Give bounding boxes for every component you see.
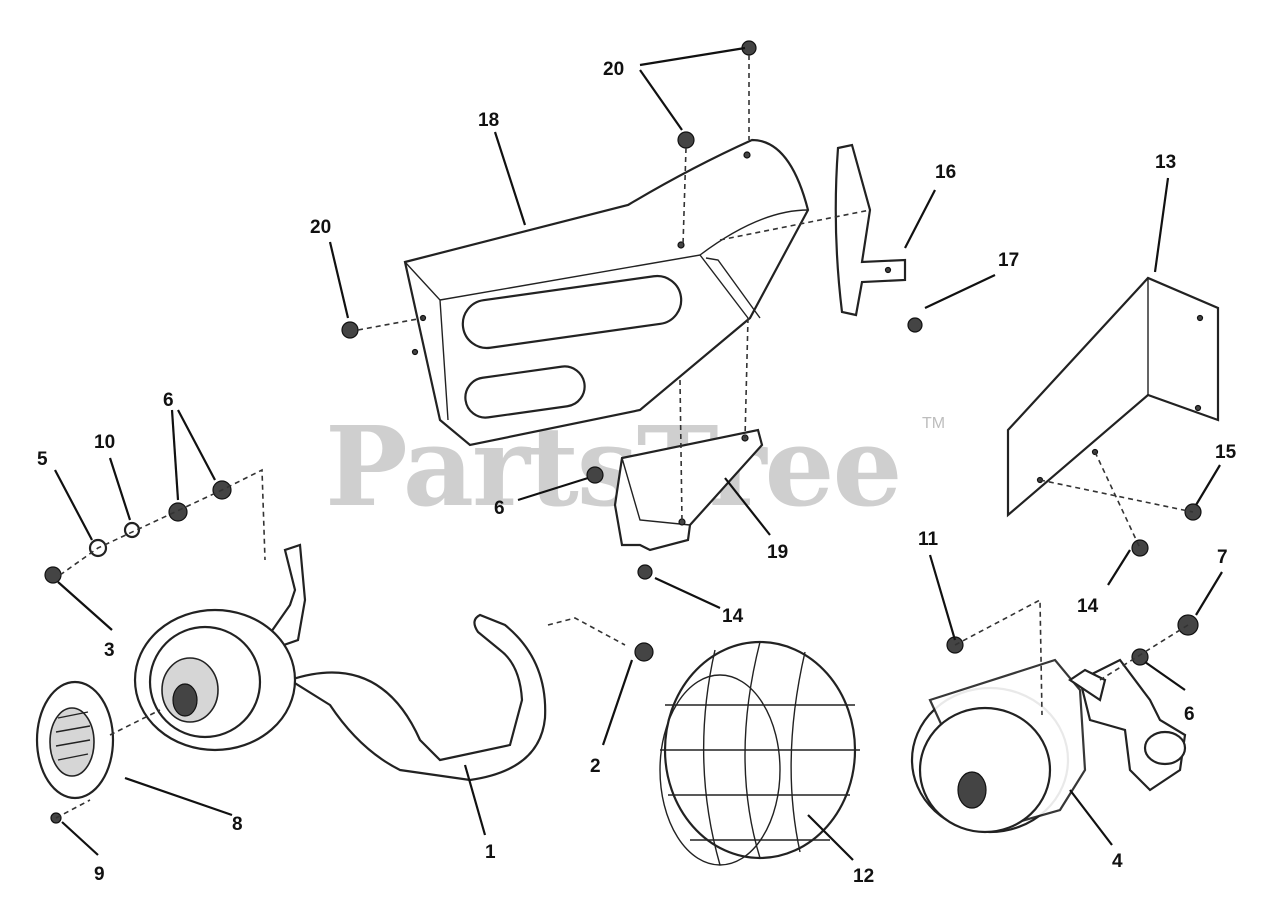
callout-6-middle: 6 <box>494 498 505 519</box>
callout-15: 15 <box>1215 442 1237 463</box>
callout-8: 8 <box>232 814 243 835</box>
part-muffler-left <box>133 543 547 782</box>
callout-19: 19 <box>767 542 788 563</box>
hardware <box>44 40 1202 824</box>
callout-6-upper: 6 <box>163 390 174 411</box>
callout-20-left: 20 <box>310 217 331 238</box>
callout-5: 5 <box>37 449 48 470</box>
callout-14-middle: 14 <box>722 606 744 627</box>
part-mounting-plate <box>1006 276 1220 518</box>
assembly-lines <box>55 55 1194 819</box>
callout-labels: 20 18 20 16 17 13 6 10 5 15 6 19 11 7 14… <box>37 59 1237 887</box>
callout-17: 17 <box>998 250 1019 271</box>
callout-18: 18 <box>478 110 499 131</box>
callout-12: 12 <box>853 866 874 887</box>
watermark: PartsTree TM <box>325 402 945 531</box>
part-small-bracket <box>834 143 907 317</box>
callout-9: 9 <box>94 864 105 885</box>
callout-1: 1 <box>485 842 496 863</box>
part-screen-guard <box>659 640 860 866</box>
callout-7: 7 <box>1217 547 1228 568</box>
watermark-text: PartsTree <box>325 402 901 531</box>
callout-20-top: 20 <box>603 59 624 80</box>
part-lower-bracket <box>613 428 764 552</box>
part-heat-shield <box>403 138 810 447</box>
callout-6-right: 6 <box>1184 704 1195 725</box>
watermark-trademark: TM <box>922 415 945 432</box>
part-muffler-right <box>910 658 1187 834</box>
callout-4: 4 <box>1112 851 1123 872</box>
callout-2: 2 <box>590 756 601 777</box>
callout-14-right: 14 <box>1077 596 1099 617</box>
callout-11: 11 <box>918 529 939 550</box>
leader-lines <box>54 46 1223 861</box>
callout-13: 13 <box>1155 152 1176 173</box>
callout-10: 10 <box>94 432 115 453</box>
part-end-cap <box>35 680 115 800</box>
callout-3: 3 <box>104 640 115 661</box>
callout-16: 16 <box>935 162 956 183</box>
